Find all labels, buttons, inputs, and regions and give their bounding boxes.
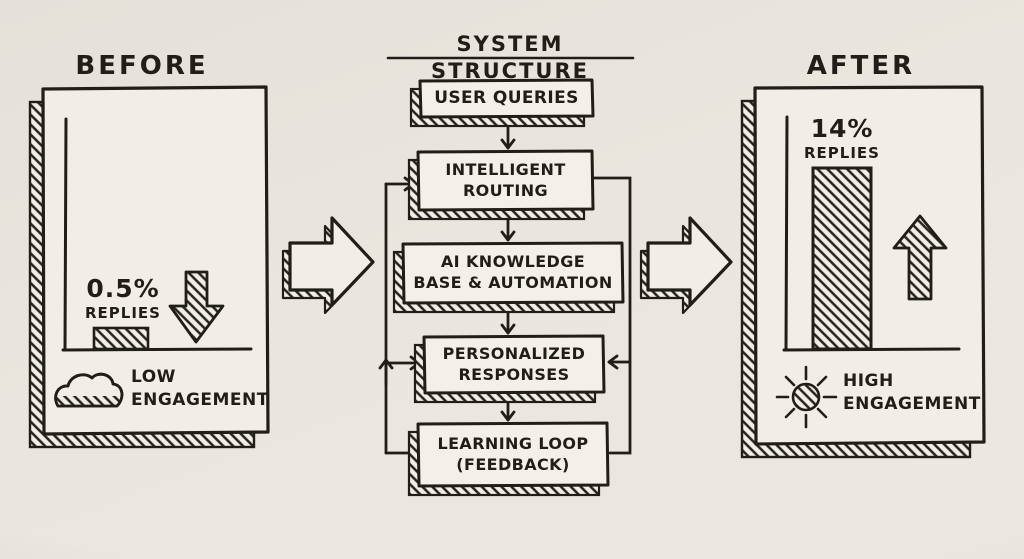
before-panel — [28, 85, 270, 449]
node-label-personalized-responses: PERSONALIZED RESPONSES — [442, 343, 586, 384]
node-user-queries — [409, 78, 595, 128]
node-personalized-responses — [413, 334, 606, 404]
sun-icon — [775, 365, 838, 429]
flowchart — [378, 56, 635, 497]
after-status-text: HIGH ENGAGEMENT — [843, 371, 981, 414]
arrow-up-icon — [892, 214, 948, 301]
before-to-system-arrow-icon — [281, 216, 375, 315]
arrow-down-icon — [168, 270, 225, 344]
before-metric-value: 0.5% — [86, 274, 160, 303]
before-status-text: LOW ENGAGEMENT — [131, 367, 269, 410]
before-title: BEFORE — [75, 51, 209, 81]
after-metric-value: 14% — [810, 114, 874, 143]
system-structure-title: SYSTEM STRUCTURE — [431, 32, 589, 83]
node-label-ai-knowledge-base: AI KNOWLEDGE BASE & AUTOMATION — [413, 252, 613, 292]
after-title: AFTER — [806, 51, 916, 81]
after-panel — [740, 85, 986, 459]
node-intelligent-routing — [407, 149, 595, 221]
after-metric-label: REPLIES — [804, 144, 880, 162]
node-label-learning-loop: LEARNING LOOP (FEEDBACK) — [437, 433, 589, 474]
before-metric-label: REPLIES — [85, 304, 161, 322]
node-label-user-queries: USER QUERIES — [434, 88, 579, 109]
node-ai-knowledge-base — [392, 241, 625, 314]
before-bar — [92, 326, 150, 351]
system-to-after-arrow-icon — [639, 216, 733, 315]
after-bar — [811, 166, 873, 351]
node-learning-loop — [407, 421, 610, 497]
feedback-loop-lines — [378, 176, 632, 455]
cloud-icon — [54, 372, 124, 408]
node-label-intelligent-routing: INTELLIGENT ROUTING — [445, 159, 566, 200]
